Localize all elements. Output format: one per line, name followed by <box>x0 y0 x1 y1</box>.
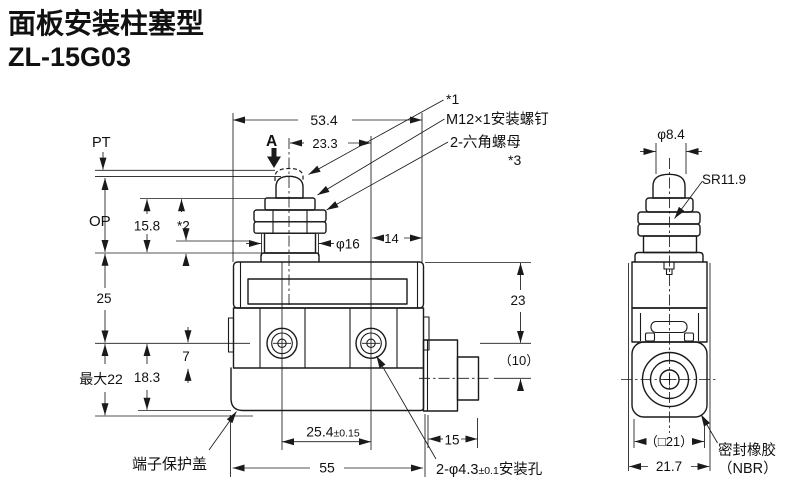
note3-label: *3 <box>508 152 521 168</box>
note2-label: *2 <box>177 219 190 234</box>
hex-nut-upper <box>253 209 327 223</box>
left-body-tab <box>227 317 235 353</box>
terminal-cover <box>230 367 425 412</box>
seal-material-label: （NBR） <box>718 460 778 477</box>
dim-254-text: 25.4±0.15 <box>306 424 360 440</box>
hex-nuts-label: 2-六角螺母 <box>450 134 521 151</box>
lower-body <box>232 307 425 369</box>
side-nut-upper <box>637 211 701 225</box>
note1-leader <box>308 99 444 175</box>
dim-phi84-text: φ8.4 <box>657 127 685 142</box>
mounting-screw-label: M12×1安装螺钉 <box>446 111 549 128</box>
upper-housing <box>232 261 425 309</box>
op-label: OP <box>89 213 111 230</box>
press-direction-arrow <box>267 148 281 168</box>
front-reference-lines <box>95 113 531 477</box>
dim-23-text: 23 <box>510 293 525 308</box>
section-label-a: A <box>266 133 277 150</box>
boot-center-cross <box>663 373 676 386</box>
front-callouts: *1 M12×1安装螺钉 2-六角螺母 *3 端子保护盖 2-φ4.3±0.1安… <box>132 91 549 478</box>
side-clip-bar <box>650 320 688 334</box>
seal-rubber-label: 密封橡胶 <box>718 442 776 459</box>
hex-nut-facets <box>272 210 308 234</box>
right-body-tab <box>422 316 430 351</box>
side-nut-lower <box>637 223 701 237</box>
bushing-flange <box>260 252 320 263</box>
side-block <box>422 339 459 412</box>
side-dimensions: φ8.4 SR11.9 （□21） 21.7 密封橡胶 （NBR） <box>628 127 778 477</box>
boot-ring-inner <box>659 369 680 390</box>
side-view <box>621 158 718 433</box>
plunger-cap <box>275 175 304 199</box>
phi16-ext <box>261 234 319 256</box>
side-clip-foot-right <box>683 332 695 342</box>
side-bushing <box>642 235 698 254</box>
side-flange <box>634 251 704 263</box>
label-plate <box>247 278 408 305</box>
side-clip-posts <box>639 313 700 341</box>
side-body-screw-tab <box>663 261 675 270</box>
dim-14-text: 14 <box>384 231 398 246</box>
hex-nuts-leader <box>326 141 449 211</box>
dim-55-text: 55 <box>319 460 335 476</box>
boot-ring-middle <box>649 359 690 400</box>
dim-phi16-text: φ16 <box>336 237 360 252</box>
sr-label: SR11.9 <box>702 172 746 187</box>
page-title: 面板安装柱塞型 <box>8 7 204 39</box>
dim-25-text: 25 <box>96 291 111 306</box>
sr-leader <box>674 180 703 219</box>
body-seams <box>259 308 398 368</box>
boot-ring-outer <box>641 351 698 408</box>
side-body-screw-tab-inner <box>665 268 673 276</box>
dim-217-text: 21.7 <box>656 459 682 474</box>
plunger-collar <box>264 197 316 211</box>
side-clip-foot-left <box>644 332 656 342</box>
mounting-holes-label: 2-φ4.3±0.1安装孔 <box>436 461 543 478</box>
front-dimensions: 53.4 23.3 14 A PT OP 15.8 *2 25 <box>79 112 539 476</box>
terminal-cover-leader <box>208 411 237 451</box>
dim-15-text: 15 <box>444 433 459 448</box>
mounting-holes-leader <box>376 355 437 460</box>
pt-label: PT <box>92 135 111 151</box>
seal-rubber-leader <box>700 414 718 444</box>
phi84-ext <box>655 143 687 174</box>
dim-max22-text: 最大22 <box>79 371 123 387</box>
model-number: ZL-15G03 <box>8 42 131 72</box>
dim-183-text: 18.3 <box>134 370 160 385</box>
terminal-cover-label: 端子保护盖 <box>132 456 207 473</box>
housing-inner-walls <box>239 262 419 308</box>
hex-nut-lower <box>253 221 327 234</box>
dim-233-text: 23.3 <box>312 136 337 151</box>
mounting-screw-leader <box>317 118 445 196</box>
dim-217-ext <box>628 263 711 471</box>
dim-sq21-text: （□21） <box>645 434 693 449</box>
dim-158-text: 15.8 <box>134 219 160 234</box>
side-plunger-cap <box>652 173 686 199</box>
note1-label: *1 <box>446 91 459 107</box>
dim-53-text: 53.4 <box>310 112 337 128</box>
threaded-bushing <box>263 232 317 254</box>
dim-7-text: 7 <box>182 349 190 364</box>
seal-rubber-boot <box>631 341 708 418</box>
front-view <box>227 167 480 412</box>
dim-10-text: （10） <box>499 353 539 368</box>
